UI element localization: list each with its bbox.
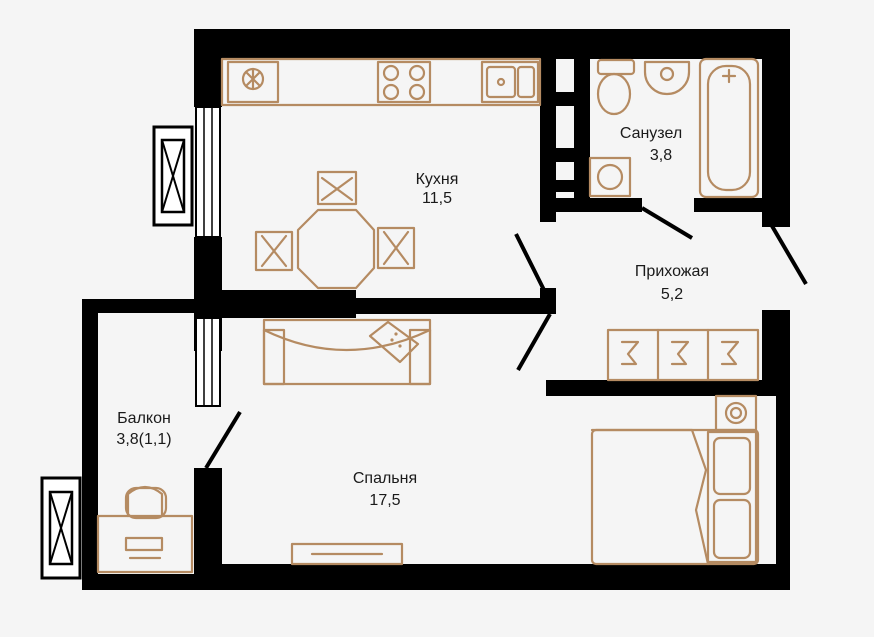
room-label-bathroom: Санузел 3,8 [620, 125, 682, 164]
washing-machine-icon [714, 394, 758, 432]
room-label-bedroom: Спальня 17,5 [353, 470, 417, 509]
svg-text:Прихожая: Прихожая [635, 263, 709, 280]
dining-table [296, 208, 376, 290]
chair-icon [254, 230, 294, 272]
svg-text:Спальня: Спальня [353, 470, 417, 487]
room-label-kitchen: Кухня 11,5 [416, 171, 459, 207]
bed-icon [590, 428, 760, 566]
chair-icon [124, 485, 168, 520]
sink-icon [480, 60, 540, 104]
washing-machine-icon [588, 156, 632, 198]
svg-text:Санузел: Санузел [620, 125, 682, 142]
svg-text:17,5: 17,5 [369, 492, 400, 509]
chair-icon [376, 226, 416, 270]
stove-icon [376, 60, 432, 104]
wardrobe-icon [606, 328, 760, 382]
svg-text:3,8(1,1): 3,8(1,1) [116, 431, 171, 448]
tv-stand [290, 542, 404, 566]
sink-icon [643, 60, 691, 96]
bathtub-icon [698, 57, 760, 199]
svg-text:Кухня: Кухня [416, 171, 459, 188]
toilet-icon [596, 58, 636, 116]
chair-icon [316, 170, 358, 206]
ac-unit-icon [152, 125, 194, 227]
kitchen-counter [220, 57, 542, 107]
windows [195, 106, 221, 407]
doors [204, 206, 808, 470]
svg-text:5,2: 5,2 [661, 286, 683, 303]
washing-machine-icon [226, 60, 280, 104]
svg-text:11,5: 11,5 [422, 190, 452, 207]
walls [82, 29, 790, 590]
room-label-hallway: Прихожая 5,2 [635, 263, 709, 303]
room-label-balcony: Балкон 3,8(1,1) [116, 410, 171, 448]
desk-icon [96, 514, 194, 574]
svg-text:Балкон: Балкон [117, 410, 171, 427]
ac-unit-icon [40, 476, 82, 580]
sofa-icon [262, 318, 432, 386]
svg-text:3,8: 3,8 [650, 147, 672, 164]
